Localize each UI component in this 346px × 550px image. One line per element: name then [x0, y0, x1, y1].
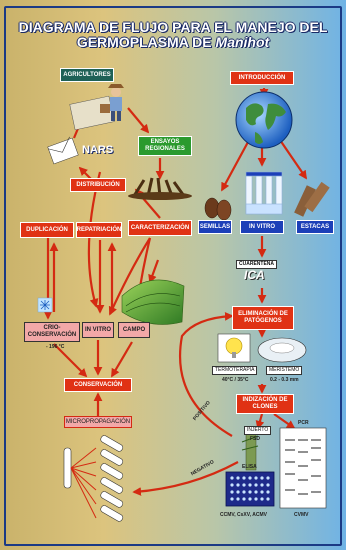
test-tubes-illustration: [245, 171, 283, 215]
caracterizacion-box: CARACTERIZACIÓN: [128, 220, 192, 236]
field-illustration: [121, 279, 185, 325]
arrow-agricultores-ensayos: [127, 107, 150, 134]
pcr-label: PCR: [298, 420, 309, 426]
invitro-top-box: IN VITRO: [240, 220, 284, 234]
semillas-box: SEMILLAS: [198, 220, 232, 234]
fsd-label: FSD: [250, 436, 260, 442]
title-line2-genus: Manihot: [215, 34, 270, 50]
cvmv-label: CVMV: [294, 512, 309, 518]
snowflake-illustration: [37, 297, 53, 313]
injerto-label: INJERTO: [244, 426, 272, 435]
crioconservacion-box: CRIO-CONSERVACIÓN: [24, 322, 80, 342]
invitro-mid-box: IN VITRO: [82, 322, 114, 338]
farmer-illustration: [69, 84, 124, 131]
pcr-gel-illustration: [279, 427, 327, 509]
micropropagacion-box: MICROPROPAGACIÓN: [64, 416, 132, 428]
seeds-illustration: [204, 197, 232, 221]
nars-envelope-illustration: [47, 136, 79, 165]
ica-logo: ICA: [244, 268, 265, 282]
conservacion-box: CONSERVACIÓN: [64, 378, 132, 392]
title-line1: DIAGRAMA DE FLUJO PARA EL MANEJO DEL: [18, 19, 328, 35]
globe-illustration: [235, 91, 293, 149]
estacas-box: ESTACAS: [296, 220, 334, 234]
agricultores-box: AGRICULTORES: [60, 68, 114, 82]
micropropagation-tubes-illustration: [63, 435, 124, 522]
ensayos-regionales-box: ENSAYOS REGIONALES: [138, 136, 192, 156]
heat-therapy-illustration: [217, 333, 251, 363]
meristem-dish-illustration: [257, 337, 307, 363]
termoterapia-temperature: 40°C / 35°C: [222, 377, 249, 383]
elisa-label: ELISA: [242, 464, 257, 470]
title-line2-prefix: GERMOPLASMA DE: [76, 34, 216, 50]
introduccion-box: INTRODUCCIÓN: [230, 71, 294, 85]
repatriacion-box: REPATRIACIÓN: [76, 222, 122, 238]
title-line2: GERMOPLASMA DE Manihot: [8, 35, 338, 50]
campo-box: CAMPO: [118, 322, 150, 338]
cassava-stakes-illustration: [128, 177, 192, 200]
nars-label: NARS: [82, 144, 114, 156]
termoterapia-label: TERMOTERAPIA: [212, 366, 258, 375]
eliminacion-patogenos-box: ELIMINACIÓN DE PATÓGENOS: [232, 306, 294, 330]
cuarentena-label: CUARENTENA: [236, 260, 277, 269]
meristemo-label: MERISTEMO: [266, 366, 303, 375]
duplicacion-box: DUPLICACIÓN: [20, 222, 74, 238]
diagram-frame: [4, 6, 342, 546]
indizacion-clones-box: INDIZACIÓN DE CLONES: [236, 394, 294, 414]
distribucion-box: DISTRIBUCIÓN: [70, 178, 126, 192]
ccmv-label: CCMV, CsXV, ACMV: [220, 512, 267, 518]
stem-cuttings-illustration: [294, 181, 330, 217]
crio-temperature-label: - 196 °C: [46, 344, 65, 350]
meristemo-size: 0.2 - 0.3 mm: [270, 377, 299, 383]
elisa-plate-illustration: [225, 471, 275, 507]
